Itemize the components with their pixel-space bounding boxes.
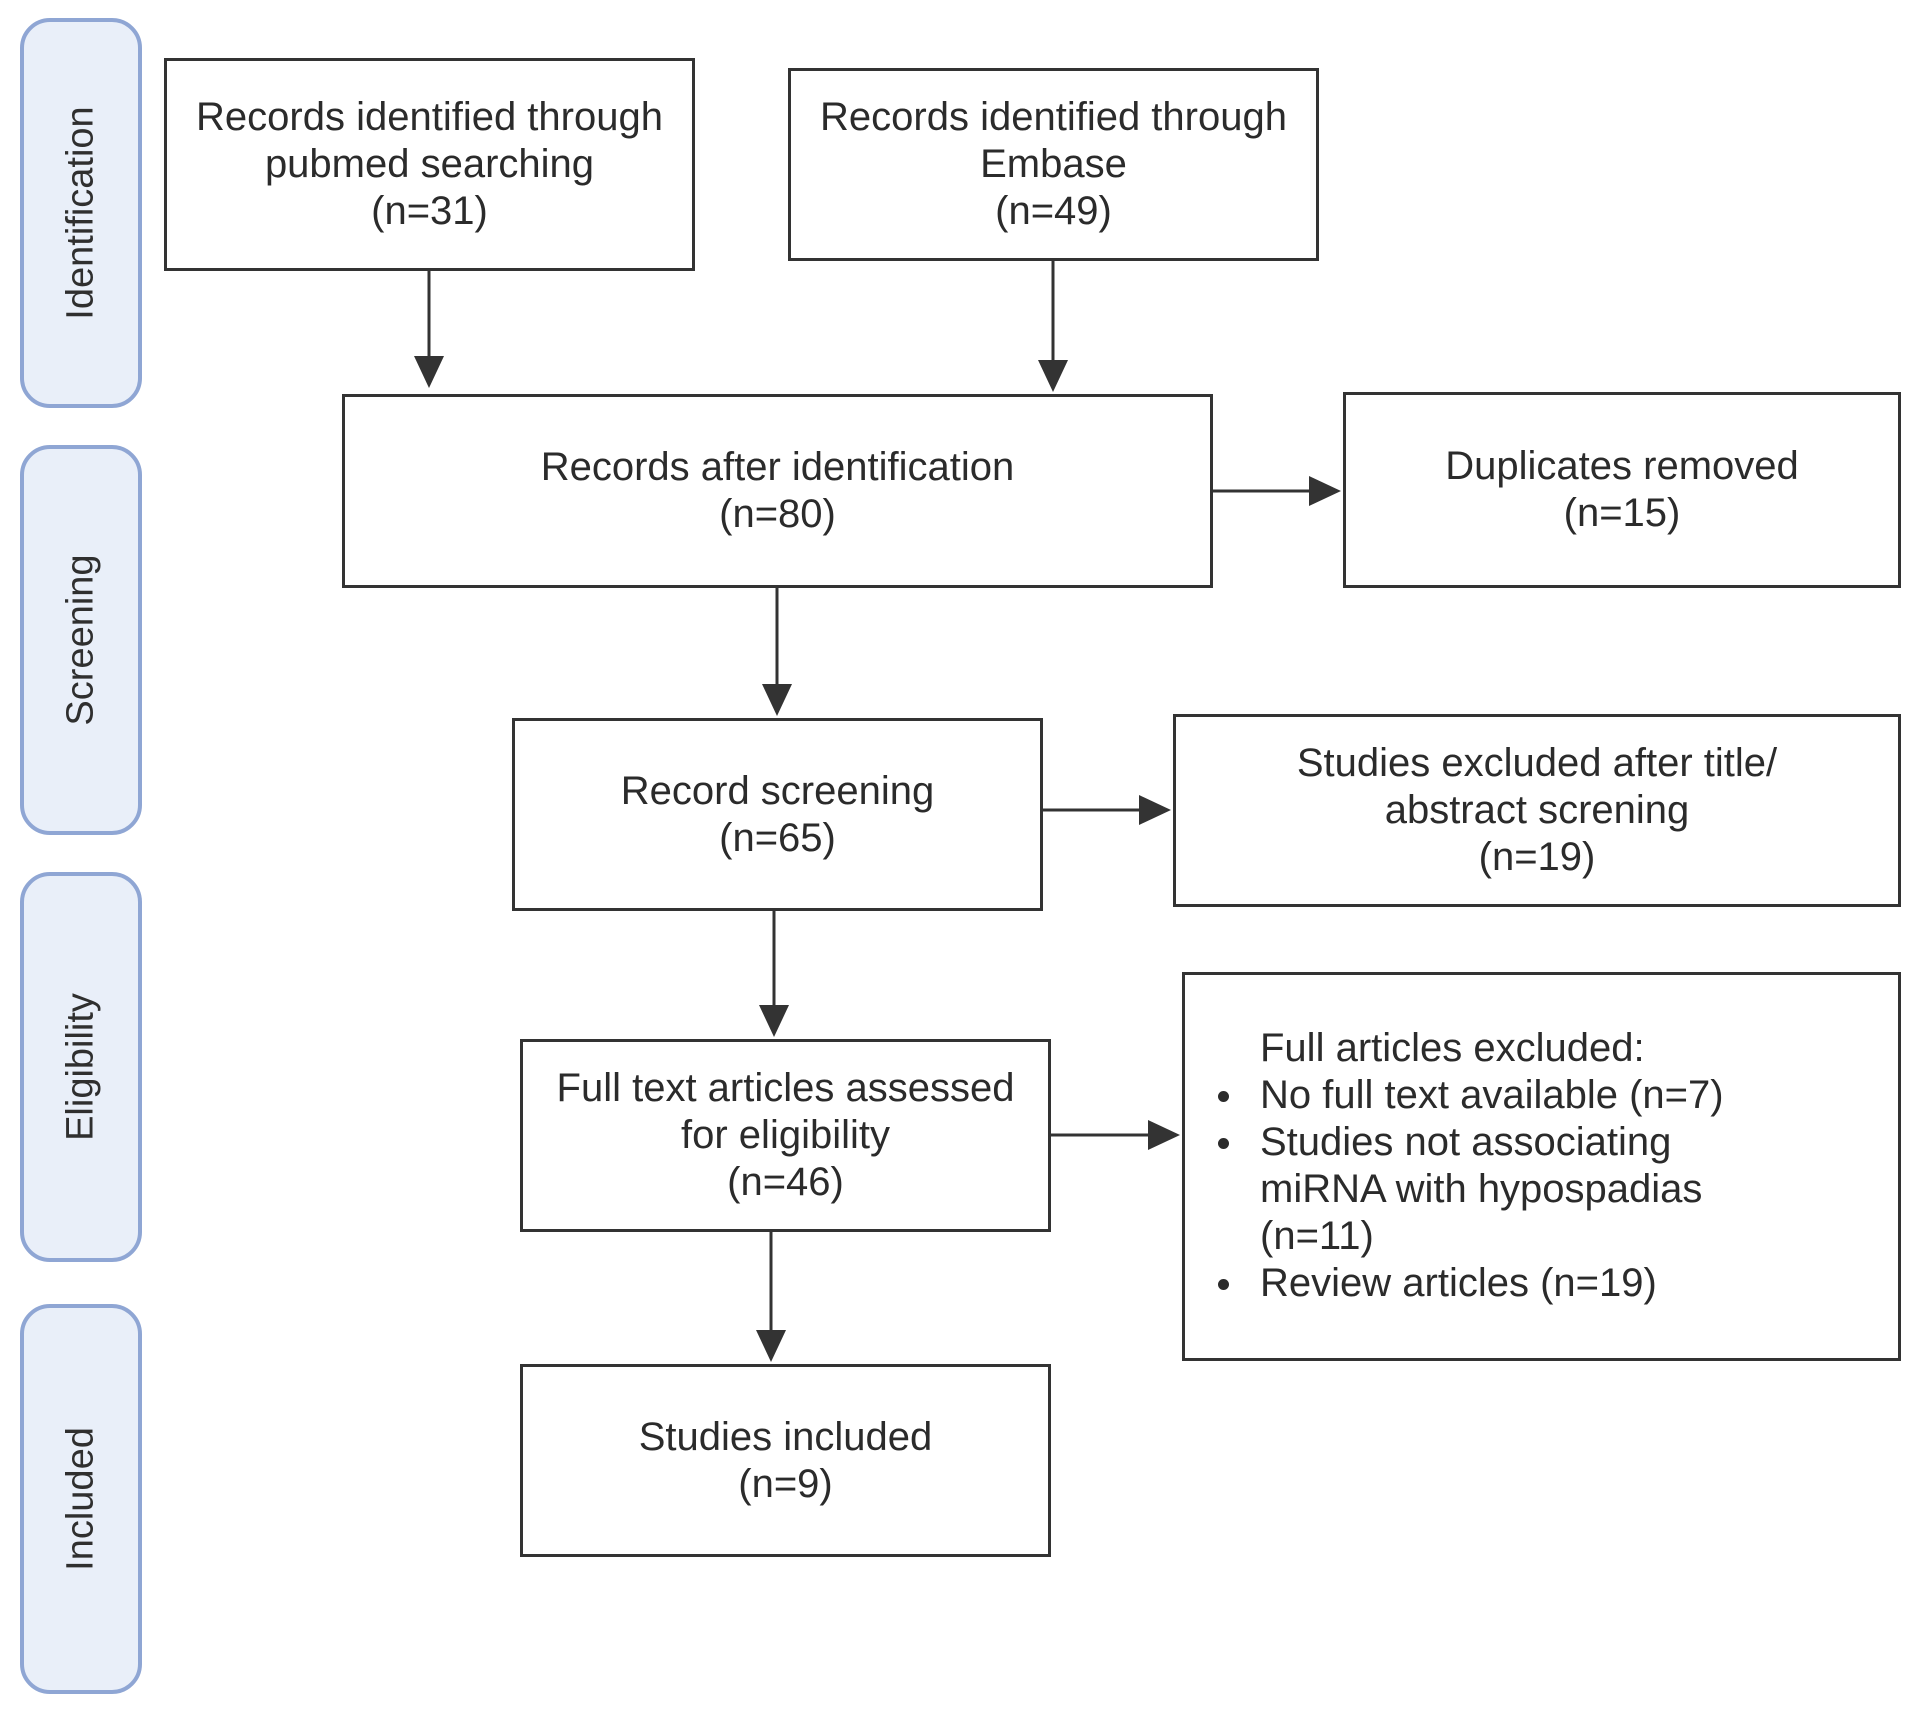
bullet-icon xyxy=(1218,1138,1229,1149)
box-duplicates-count: (n=15) xyxy=(1563,491,1681,535)
arrowhead-down-icon xyxy=(414,356,444,388)
full-excluded-item: No full text available (n=7) xyxy=(1218,1072,1724,1119)
box-excluded-title-count: (n=19) xyxy=(1478,835,1596,879)
box-records-after-identification: Records after identification (n=80) xyxy=(342,394,1213,588)
box-embase-line1: Records identified through xyxy=(820,95,1287,139)
arrowhead-down-icon xyxy=(756,1330,786,1362)
box-full-text-line1: Full text articles assessed xyxy=(556,1066,1015,1110)
phase-identification: Identification xyxy=(20,18,142,408)
box-pubmed-records: Records identified through pubmed search… xyxy=(164,58,695,271)
box-after-identification-count: (n=80) xyxy=(719,492,836,536)
box-studies-excluded-title-abstract: Studies excluded after title/ abstract s… xyxy=(1173,714,1901,907)
full-excluded-item-text: No full text available (n=7) xyxy=(1260,1073,1724,1117)
full-excluded-item-text: Studies not associating xyxy=(1260,1120,1672,1164)
box-record-screening: Record screening (n=65) xyxy=(512,718,1043,911)
box-full-articles-excluded: Full articles excluded: No full text ava… xyxy=(1182,972,1901,1361)
full-excluded-item: Review articles (n=19) xyxy=(1218,1260,1724,1307)
box-included-line1: Studies included xyxy=(638,1414,933,1459)
box-full-text-count: (n=46) xyxy=(727,1160,844,1204)
box-after-identification-line1: Records after identification xyxy=(540,445,1015,489)
box-embase-records: Records identified through Embase (n=49) xyxy=(788,68,1319,261)
full-excluded-item-text: (n=11) xyxy=(1260,1214,1374,1258)
box-excluded-title-line2: abstract screning xyxy=(1384,788,1690,832)
arrowhead-down-icon xyxy=(1038,360,1068,392)
bullet-icon xyxy=(1218,1091,1229,1102)
box-embase-line2: Embase xyxy=(980,142,1127,186)
box-pubmed-line1: Records identified through xyxy=(196,95,663,139)
full-excluded-list: No full text available (n=7) Studies not… xyxy=(1218,1072,1724,1307)
box-excluded-title-line1: Studies excluded after title/ xyxy=(1296,741,1778,785)
full-excluded-item-text: miRNA with hypospadias xyxy=(1260,1167,1703,1211)
arrowhead-right-icon xyxy=(1148,1120,1180,1150)
box-pubmed-count: (n=31) xyxy=(371,189,488,233)
box-full-text-line2: for eligibility xyxy=(681,1113,890,1157)
box-screening-count: (n=65) xyxy=(719,815,836,860)
box-pubmed-line2: pubmed searching xyxy=(264,142,595,186)
box-full-text-assessed: Full text articles assessed for eligibil… xyxy=(520,1039,1051,1232)
box-studies-included: Studies included (n=9) xyxy=(520,1364,1051,1557)
bullet-icon xyxy=(1218,1279,1229,1290)
phase-included: Included xyxy=(20,1304,142,1694)
box-embase-count: (n=49) xyxy=(995,189,1112,233)
phase-eligibility: Eligibility xyxy=(20,872,142,1262)
arrowhead-down-icon xyxy=(762,684,792,716)
box-screening-line1: Record screening xyxy=(620,768,935,813)
full-excluded-heading: Full articles excluded: xyxy=(1260,1026,1645,1070)
arrowhead-right-icon xyxy=(1309,476,1341,506)
box-duplicates-removed: Duplicates removed (n=15) xyxy=(1343,392,1901,588)
full-excluded-item-text: Review articles (n=19) xyxy=(1260,1261,1657,1305)
arrowhead-right-icon xyxy=(1139,795,1171,825)
box-included-count: (n=9) xyxy=(738,1461,833,1506)
arrowhead-down-icon xyxy=(759,1005,789,1037)
full-excluded-item: Studies not associating miRNA with hypos… xyxy=(1218,1119,1724,1260)
phase-screening: Screening xyxy=(20,445,142,835)
box-duplicates-line1: Duplicates removed xyxy=(1445,444,1799,488)
